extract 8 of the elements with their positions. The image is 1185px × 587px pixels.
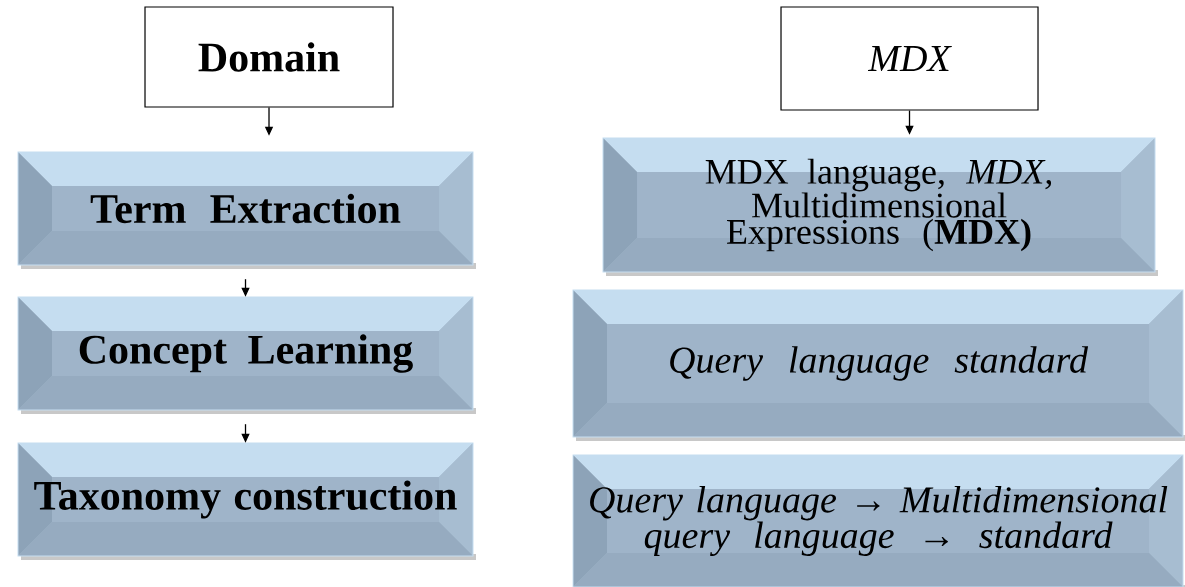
bevel-box: Concept Learning	[17, 296, 476, 414]
bevel-box: MDX language, MDX, Multidimensional Expressions (MDX)	[602, 137, 1158, 276]
process-box: Domain	[144, 6, 394, 108]
bevel-box: Query language → Multidimensional query language → standard	[572, 454, 1185, 587]
bevel-box: Query language standard	[572, 289, 1185, 441]
process-box: MDX	[780, 6, 1039, 111]
bevel-box: Term Extraction	[17, 151, 476, 269]
bevel-box: Taxonomy construction	[17, 442, 476, 560]
